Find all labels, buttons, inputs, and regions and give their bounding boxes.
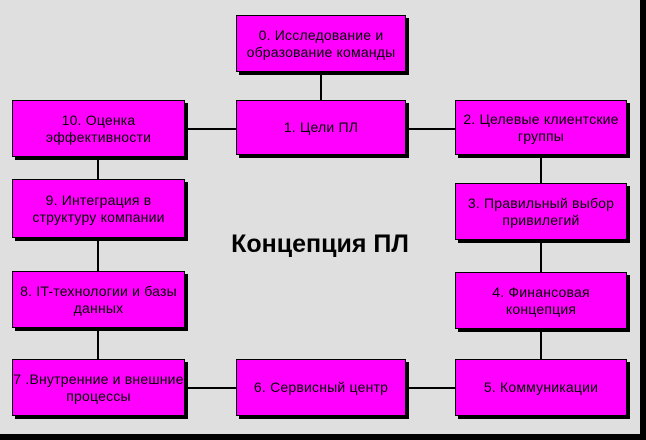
node-efficiency: 10. Оценка эффективности [12, 100, 185, 157]
node-service-center: 6. Сервисный центр [236, 359, 406, 416]
diagram-title: Концепция ПЛ [231, 230, 409, 258]
node-communications: 5. Коммуникации [455, 359, 627, 416]
node-financial-concept: 4. Финансовая концепция [455, 272, 627, 329]
node-privileges: 3. Правильный выбор привилегий [455, 183, 627, 240]
node-integration: 9. Интеграция в структуру компании [12, 179, 185, 238]
node-goals: 1. Цели ПЛ [236, 100, 406, 155]
node-research-team: 0. Исследование и образование команды [236, 15, 406, 72]
node-it-databases: 8. IT-технологии и базы данных [12, 271, 185, 328]
connector-layer [97, 72, 542, 389]
node-target-groups: 2. Целевые клиентские группы [455, 100, 627, 155]
node-processes: 7 .Внутренние и внешние процессы [12, 359, 185, 416]
